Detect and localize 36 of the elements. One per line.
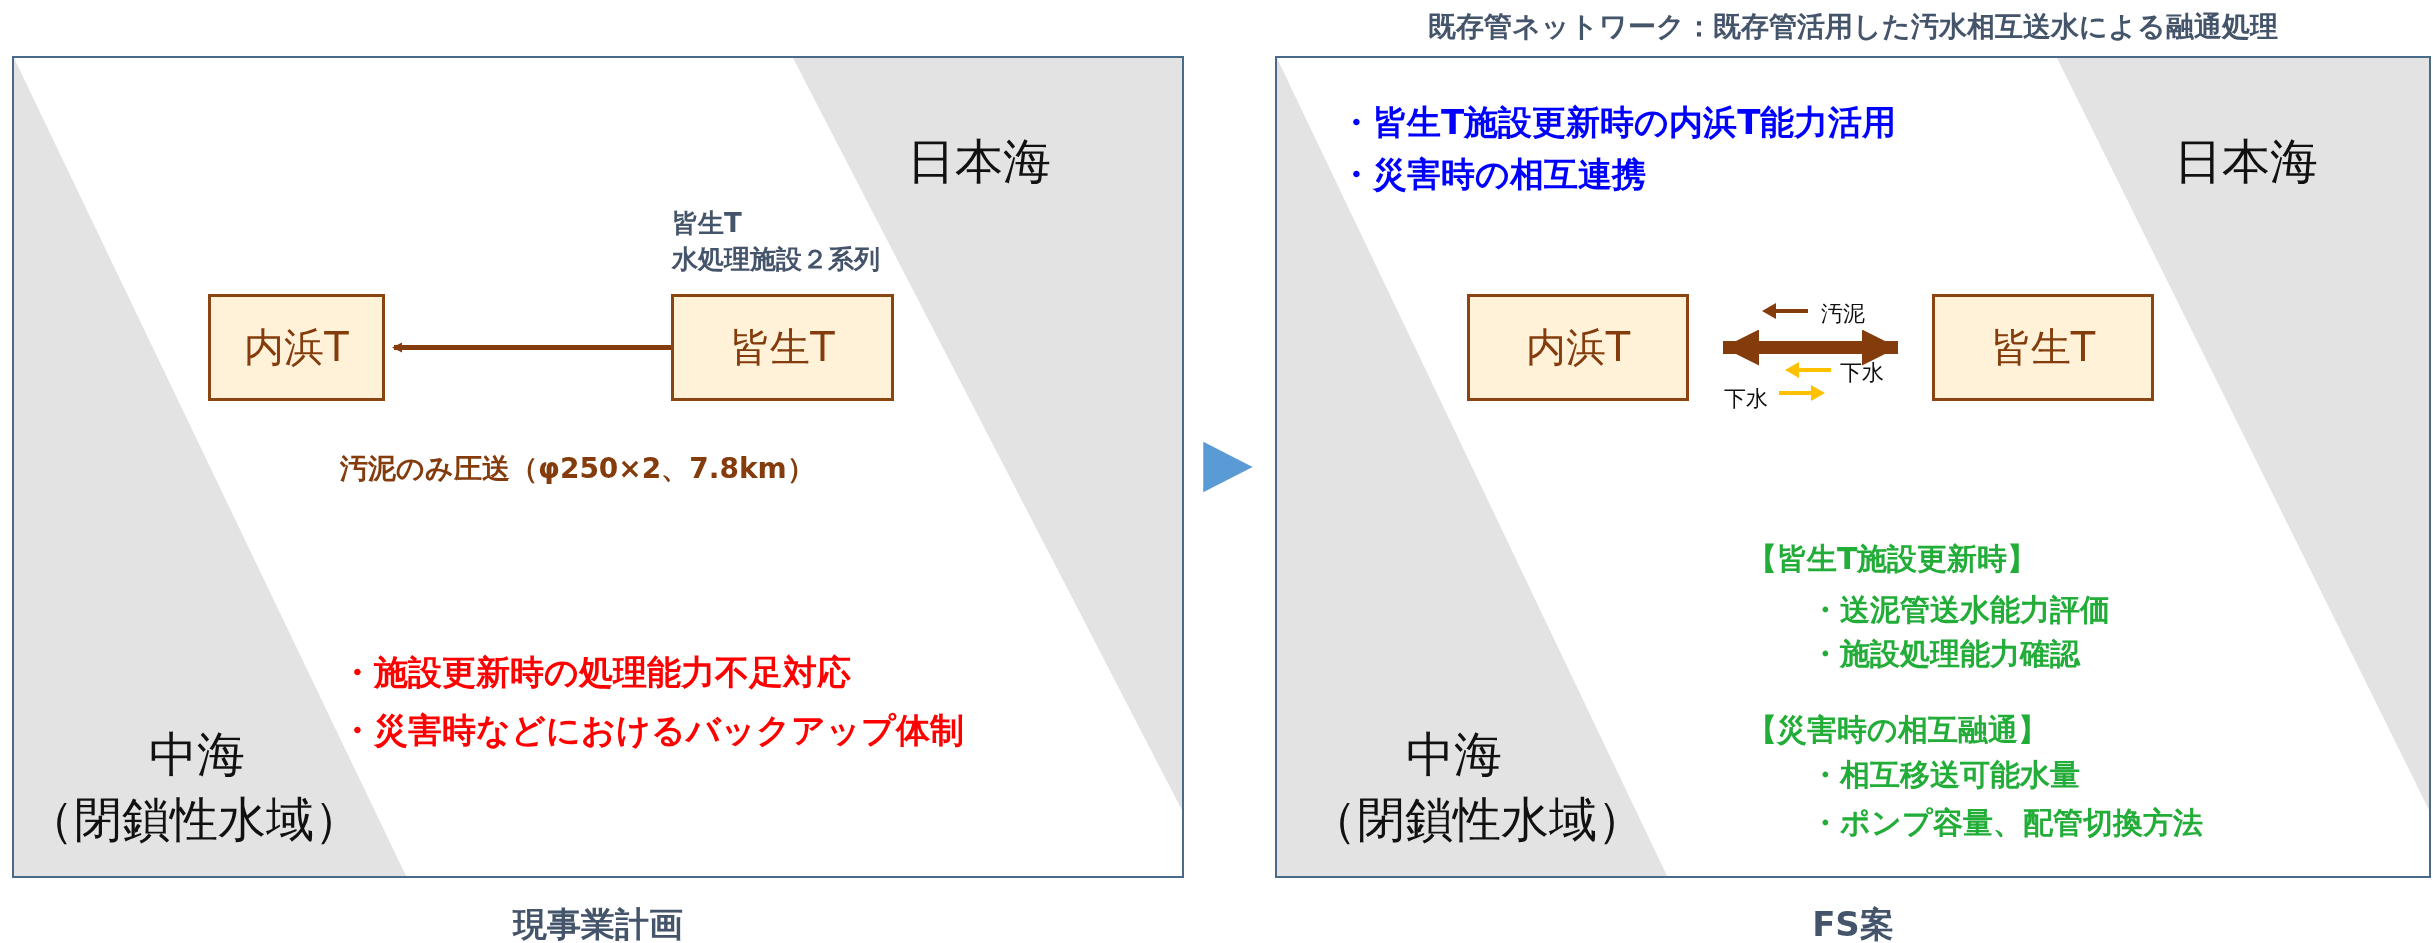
note-text: ・相互移送可能水量	[1810, 756, 2080, 794]
sea-name: 中海	[1406, 725, 1502, 784]
panel-title: FS案	[1811, 903, 1895, 943]
process-box	[1467, 294, 1689, 401]
flow-label: 下水	[1840, 359, 1884, 387]
note-text: ・災害時などにおけるバックアップ体制	[340, 709, 964, 752]
note-text: ・皆生T施設更新時の内浜T能力活用	[1339, 101, 1897, 144]
node-caption: 皆生T	[672, 207, 742, 240]
sea-name: 日本海	[2174, 132, 2318, 191]
arrow	[1723, 329, 1898, 366]
chevron-arrow	[1203, 441, 1253, 493]
process-box	[671, 294, 894, 401]
process-box	[208, 294, 385, 401]
node-caption: 水処理施設２系列	[672, 243, 880, 276]
sea-name: 中海	[149, 725, 245, 784]
panel-heading: 既存管ネットワーク：既存管活用した汚水相互送水による融通処理	[1427, 9, 2279, 45]
note-text: ・施設処理能力確認	[1810, 635, 2080, 673]
node-label: 皆生T	[730, 323, 835, 372]
note-heading: 【皆生T施設更新時】	[1747, 540, 2038, 578]
note-text: ・送泥管送水能力評価	[1810, 591, 2110, 629]
note-text: ・施設更新時の処理能力不足対応	[340, 651, 851, 694]
pipe-note: 汚泥のみ圧送（φ250×2、7.8km）	[340, 451, 815, 487]
arrow	[392, 342, 671, 353]
process-box	[1932, 294, 2154, 401]
node-label: 内浜T	[1525, 323, 1631, 372]
sea-name: 日本海	[907, 132, 1051, 191]
node-label: 皆生T	[1990, 323, 2096, 372]
note-text: ・災害時の相互連携	[1339, 153, 1646, 196]
panel-title: 現事業計画	[511, 903, 684, 943]
node-label: 内浜T	[244, 323, 349, 372]
note-heading: 【災害時の相互融通】	[1747, 711, 2048, 749]
sea-name: （閉鎖性水域）	[1309, 790, 1645, 849]
flow-label: 下水	[1724, 385, 1768, 413]
flow-label: 汚泥	[1821, 300, 1865, 328]
note-text: ・ポンプ容量、配管切換方法	[1810, 804, 2203, 842]
sea-name: （閉鎖性水域）	[26, 790, 362, 849]
